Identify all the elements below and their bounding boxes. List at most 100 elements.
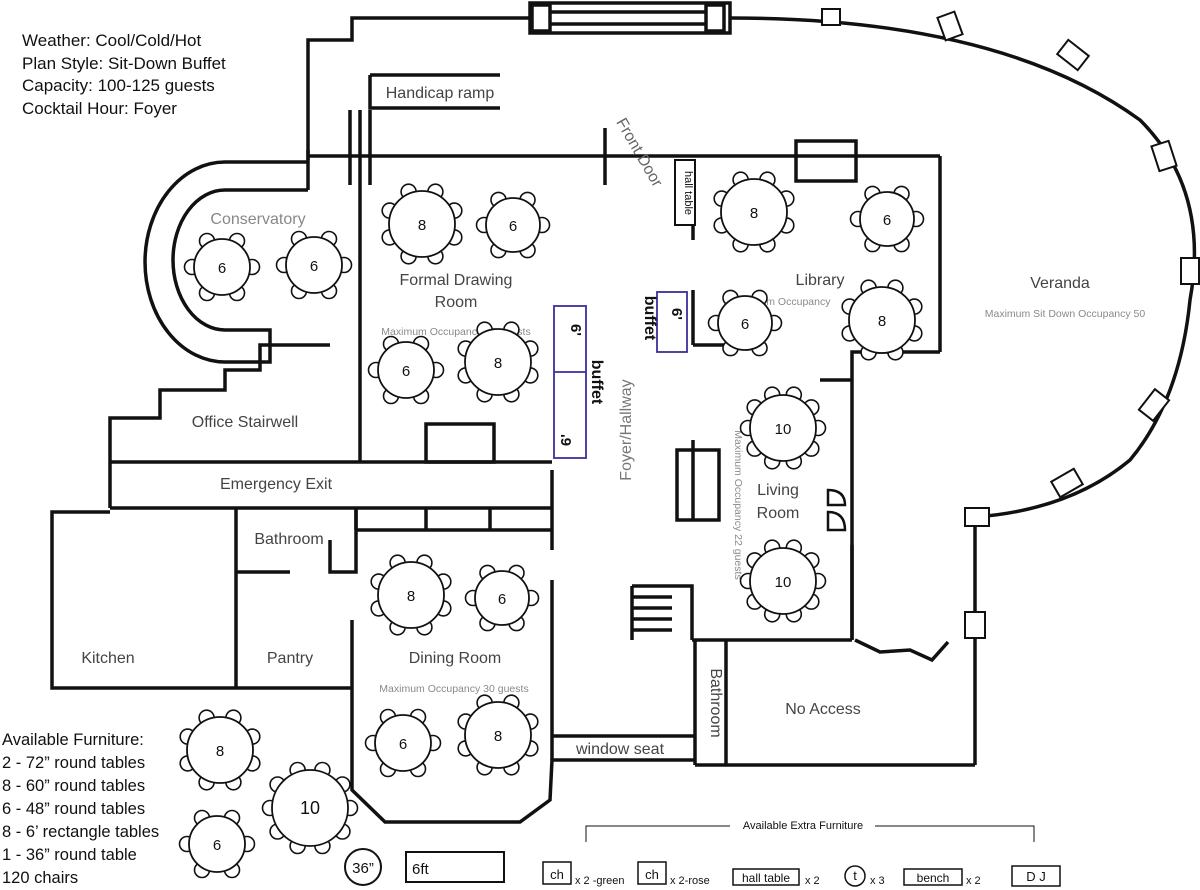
veranda-post (936, 10, 964, 42)
table-seat-count: 6 (498, 591, 506, 608)
emergency-exit-label: Emergency Exit (220, 476, 333, 493)
extra-dj (1011, 865, 1061, 887)
round-table-library-top-right: 6 (849, 185, 925, 253)
furniture-item: 8 - 6’ rectangle tables (2, 823, 160, 841)
stairs (632, 584, 694, 640)
bathroom-label: Bathroom (254, 531, 323, 548)
table-seat-count: 6 (213, 837, 221, 854)
table-top (377, 341, 435, 399)
event-info: Weather: Cool/Cold/Hot Plan Style: Sit-D… (22, 30, 226, 120)
chair-green-label: ch (550, 867, 564, 882)
foyer-label: Foyer/Hallway (618, 379, 635, 480)
table-top (749, 547, 817, 615)
veranda-post (964, 611, 986, 639)
chair-rose-qty: x 2-rose (670, 875, 710, 887)
round-table-dining-top-right: 6 (464, 564, 540, 632)
buffet-label: buffet (588, 360, 605, 405)
table-top (720, 178, 788, 246)
bathroom-2-label: Bathroom (707, 668, 724, 737)
dining-room-label: Dining Room (409, 650, 501, 667)
veranda-post (1049, 467, 1085, 499)
hall-table-rect (674, 159, 696, 226)
table-top (485, 197, 541, 253)
extra-t-table (844, 865, 866, 887)
table-top (193, 238, 251, 296)
table-top (388, 190, 456, 258)
table-top (271, 769, 349, 847)
table-top (464, 328, 532, 396)
no-access-label: No Access (785, 701, 861, 718)
extra-t-label: t (853, 868, 857, 883)
cocktail-hour-text: Cocktail Hour: Foyer (22, 98, 177, 118)
living-room-label: Living (757, 482, 799, 499)
table-top (464, 701, 532, 769)
porch-step-post (704, 3, 726, 33)
ramp-wall (368, 75, 500, 110)
bracket-gap (730, 818, 875, 832)
veranda-post (964, 507, 990, 527)
kitchen-wall (50, 510, 352, 690)
table-top (859, 191, 915, 247)
window-seat-label: window seat (575, 741, 665, 758)
bathroom-wall (328, 508, 358, 574)
round-table-available-6: 6 (178, 809, 256, 879)
table-seat-count: 6 (218, 260, 226, 277)
veranda-label: Veranda (1030, 275, 1090, 292)
round-table-available-10: 10 (261, 761, 359, 855)
extra-furniture-title: Available Extra Furniture (743, 820, 863, 832)
table-seat-count: 6 (883, 212, 891, 229)
table-seat-count: 6 (402, 363, 410, 380)
round-table-conservatory-left: 6 (183, 232, 261, 302)
table-seat-count: 8 (750, 205, 758, 222)
west-wall (108, 343, 330, 462)
round-table-drawing-top-right: 6 (475, 191, 551, 259)
extra-t-qty: x 3 (870, 875, 885, 887)
table-seat-count: 10 (775, 421, 792, 438)
table-top (474, 570, 530, 626)
dining-occupancy-label: Maximum Occupancy 30 guests (379, 683, 528, 695)
table-seat-count: 8 (494, 728, 502, 745)
hall-table-label: hall table (682, 171, 694, 215)
round-table-drawing-bottom-left: 6 (367, 335, 445, 405)
conservatory-label: Conservatory (210, 211, 305, 228)
table-top (186, 716, 254, 784)
table-seat-count: 8 (418, 217, 426, 234)
extra-bench-qty: x 2 (966, 875, 981, 887)
round-table-available-8: 8 (179, 709, 261, 791)
veranda-post (1180, 257, 1200, 285)
fireplace (424, 422, 496, 464)
round-table-conservatory-right: 6 (275, 230, 353, 300)
door-swing (826, 488, 847, 507)
round-table-drawing-top-left: 8 (381, 183, 463, 265)
veranda-post (1055, 38, 1091, 72)
round-table-dining-bottom-left: 6 (364, 708, 442, 778)
buffet-size-label: 6' (558, 434, 575, 446)
round-table-dining-bottom-right: 8 (457, 694, 539, 776)
round-table-library-bottom-left: 6 (707, 289, 783, 357)
rect-table-6ft-label: 6ft (412, 861, 430, 878)
weather-text: Weather: Cool/Cold/Hot (22, 31, 202, 50)
formal-drawing-label: Room (435, 294, 478, 311)
table-top (848, 286, 916, 354)
table-top (374, 714, 432, 772)
table-seat-count: 8 (878, 313, 886, 330)
table-top (717, 295, 773, 351)
table-seat-count: 10 (775, 574, 792, 591)
round-table-living-top: 10 (739, 386, 827, 470)
chair-green (542, 861, 572, 885)
buffet-size-label: 6' (567, 324, 584, 336)
round-table-drawing-bottom-right: 8 (457, 321, 539, 403)
extra-hall-table-label: hall table (742, 871, 790, 885)
veranda-post (1150, 139, 1178, 173)
furniture-item: 2 - 72” round tables (2, 754, 146, 772)
table-seat-count: 10 (300, 798, 320, 818)
table-seat-count: 6 (399, 736, 407, 753)
buffet-size-label: 6' (668, 308, 685, 320)
furniture-item: 6 - 48” round tables (2, 800, 146, 818)
table-seat-count: 6 (741, 316, 749, 333)
porch-step-post (530, 3, 552, 33)
round-table-36 (344, 848, 382, 886)
table-seat-count: 6 (310, 258, 318, 275)
